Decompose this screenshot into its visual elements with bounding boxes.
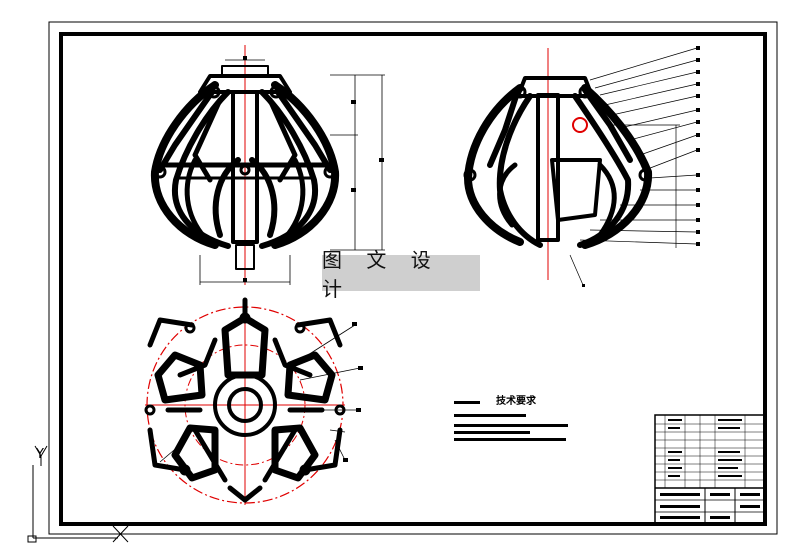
drawing-frame (59, 32, 767, 526)
technical-requirements-title: 技术要求 (496, 396, 536, 407)
front-view (150, 45, 385, 285)
side-view (463, 46, 700, 287)
technical-requirements-lines (454, 401, 568, 441)
top-view (144, 297, 363, 505)
watermark-label: 图 文 设 计 (322, 248, 480, 301)
ucs-icon (27, 445, 129, 543)
y-axis-label: Y (35, 447, 44, 462)
title-block (654, 414, 766, 524)
sheet-outer-border (48, 21, 778, 535)
